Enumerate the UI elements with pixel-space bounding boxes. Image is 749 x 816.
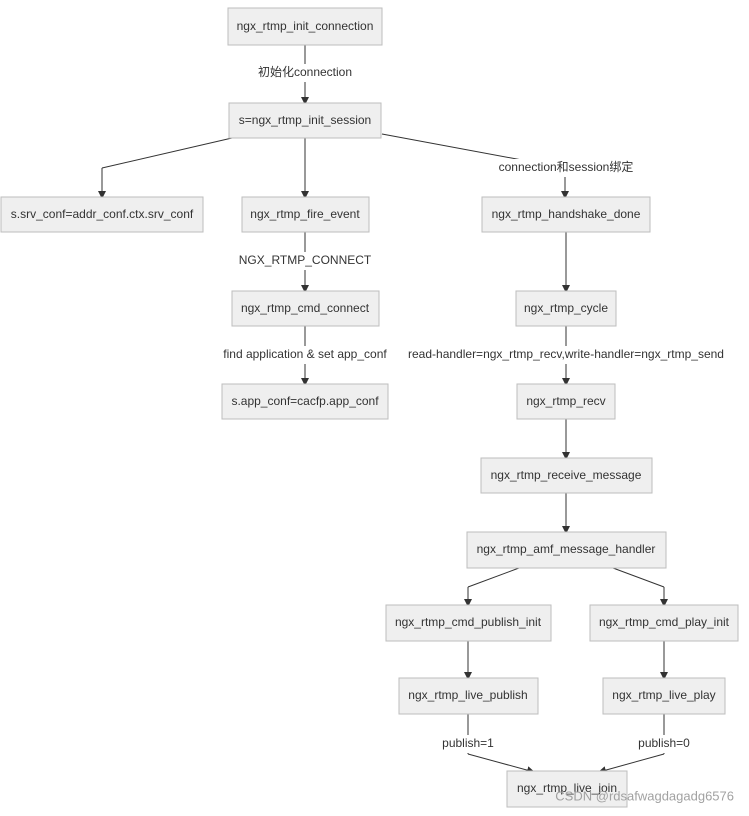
node-live-play-label: ngx_rtmp_live_play — [612, 688, 715, 702]
edge-label-init-connection: 初始化connection — [258, 65, 352, 79]
edge-label-publish-0: publish=0 — [638, 736, 690, 750]
edge-label-bg-init — [252, 64, 358, 82]
csdn-watermark: CSDN @rdsafwagdagadg6576 — [555, 788, 734, 803]
node-recv-label: ngx_rtmp_recv — [526, 394, 605, 408]
node-receive-message-label: ngx_rtmp_receive_message — [491, 468, 642, 482]
node-cmd-publish-init-label: ngx_rtmp_cmd_publish_init — [395, 615, 542, 629]
node-cmd-play-init-label: ngx_rtmp_cmd_play_init — [599, 615, 730, 629]
node-fire-event: ngx_rtmp_fire_event — [241, 196, 370, 233]
node-app-conf: s.app_conf=cacfp.app_conf — [221, 383, 389, 420]
edge-label-publish-1: publish=1 — [442, 736, 494, 750]
edge-amf-to-play-init-a — [612, 567, 665, 588]
node-init-session-label: s=ngx_rtmp_init_session — [239, 113, 371, 127]
node-handshake-done: ngx_rtmp_handshake_done — [481, 196, 651, 233]
edge-live-publish-to-join-b — [467, 753, 535, 775]
edge-label-bg-handlers — [403, 346, 729, 364]
node-handshake-done-label: ngx_rtmp_handshake_done — [492, 207, 641, 221]
node-live-publish: ngx_rtmp_live_publish — [398, 677, 539, 715]
node-live-join-label: ngx_rtmp_live_join — [517, 781, 617, 795]
node-fire-event-label: ngx_rtmp_fire_event — [250, 207, 360, 221]
edge-label-bg-bind — [495, 159, 637, 177]
edge-label-handlers: read-handler=ngx_rtmp_recv,write-handler… — [408, 347, 724, 361]
node-live-publish-label: ngx_rtmp_live_publish — [408, 688, 527, 702]
edge-label-bg-connect — [235, 252, 375, 270]
node-app-conf-label: s.app_conf=cacfp.app_conf — [231, 394, 379, 408]
edge-amf-to-publish-init-a — [467, 567, 520, 588]
edge-label-connection-session-bind: connection和session绑定 — [499, 159, 634, 174]
node-srv-conf: s.srv_conf=addr_conf.ctx.srv_conf — [0, 196, 204, 233]
edge-label-bg-find — [219, 346, 393, 364]
edge-label-ngx-rtmp-connect: NGX_RTMP_CONNECT — [239, 253, 372, 267]
node-receive-message: ngx_rtmp_receive_message — [480, 457, 653, 494]
node-init-connection-label: ngx_rtmp_init_connection — [237, 19, 374, 33]
nodes: ngx_rtmp_init_connection s=ngx_rtmp_init… — [0, 7, 739, 808]
edge-label-bg-publish-1 — [440, 735, 497, 753]
node-amf-message-handler: ngx_rtmp_amf_message_handler — [466, 531, 667, 569]
node-init-connection: ngx_rtmp_init_connection — [227, 7, 383, 46]
node-live-play: ngx_rtmp_live_play — [602, 677, 726, 715]
edge-labels: 初始化connection connection和session绑定 NGX_R… — [219, 64, 729, 753]
node-live-join: ngx_rtmp_live_join — [506, 770, 628, 808]
node-cmd-connect: ngx_rtmp_cmd_connect — [231, 290, 380, 327]
node-amf-message-handler-label: ngx_rtmp_amf_message_handler — [477, 542, 656, 556]
node-cmd-publish-init: ngx_rtmp_cmd_publish_init — [385, 604, 552, 642]
node-cycle: ngx_rtmp_cycle — [515, 290, 617, 327]
edge-session-to-srv-conf-a — [101, 137, 233, 169]
edge-label-bg-publish-0 — [635, 735, 693, 753]
node-cmd-connect-label: ngx_rtmp_cmd_connect — [241, 301, 370, 315]
node-srv-conf-label: s.srv_conf=addr_conf.ctx.srv_conf — [11, 207, 194, 221]
node-cycle-label: ngx_rtmp_cycle — [524, 301, 608, 315]
edge-live-play-to-join-b — [598, 753, 665, 774]
node-init-session: s=ngx_rtmp_init_session — [228, 102, 382, 139]
node-recv: ngx_rtmp_recv — [516, 383, 616, 420]
edge-label-find-application: find application & set app_conf — [223, 347, 387, 361]
node-cmd-play-init: ngx_rtmp_cmd_play_init — [589, 604, 739, 642]
